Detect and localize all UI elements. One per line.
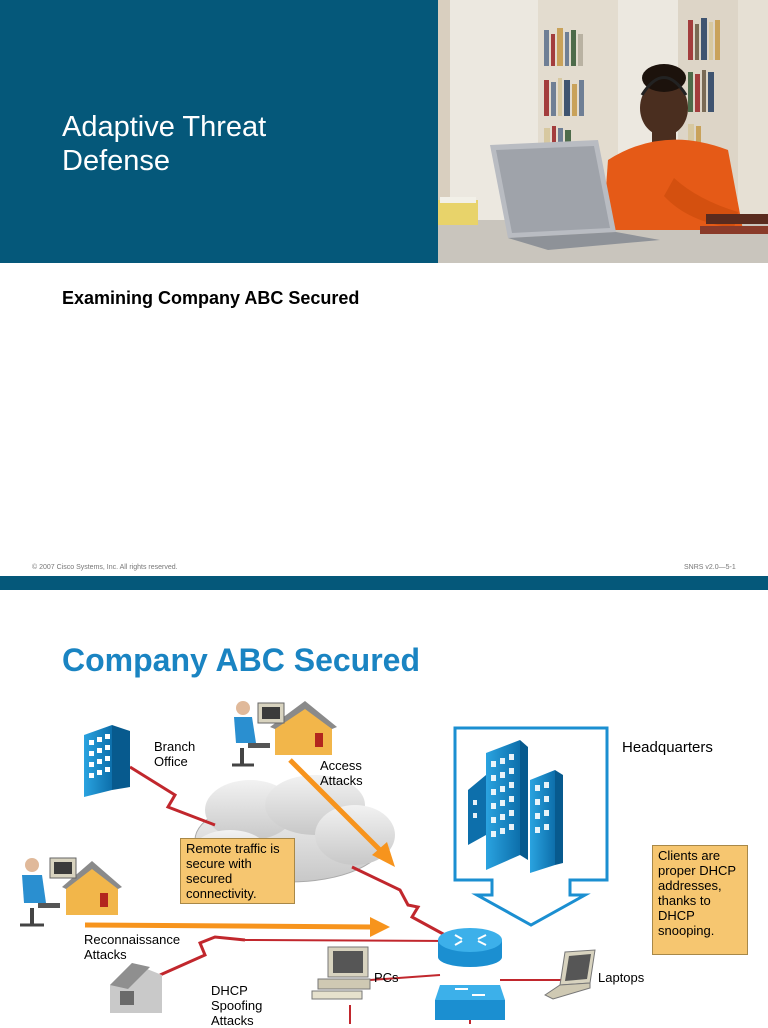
headquarters-label: Headquarters [622, 739, 713, 756]
recon-attack-arrow [84, 917, 390, 937]
dhcp-attacker-house-icon [110, 963, 162, 1013]
switch-icon [435, 985, 505, 1020]
access-attacks-label: Access Attacks [320, 758, 363, 788]
hq-buildings-icon [468, 740, 563, 873]
remote-traffic-callout: Remote traffic is secure with secured co… [180, 838, 295, 904]
laptop-icon [544, 949, 596, 1000]
diagram-title: Company ABC Secured [62, 642, 420, 678]
access-attack-arrow [288, 758, 395, 867]
hq-link [351, 865, 446, 937]
branch-building-icon [84, 725, 130, 797]
course-code-footer: SNRS v2.0—5-1 [684, 564, 736, 571]
copyright-footer: © 2007 Cisco Systems, Inc. All rights re… [32, 564, 178, 571]
dhcp-snooping-callout: Clients are proper DHCP addresses, thank… [652, 845, 748, 955]
pc-icon [311, 946, 371, 1000]
slide-subtitle: Examining Company ABC Secured [62, 288, 360, 308]
laptops-label: Laptops [598, 970, 645, 985]
slide-divider [0, 576, 768, 590]
student-laptop-photo [438, 0, 768, 263]
access-attacker-icon [232, 701, 337, 767]
dhcp-spoofing-attacks-label: DHCP Spoofing Attacks [211, 983, 263, 1028]
pcs-label: PCs [374, 970, 399, 985]
slide-title: Adaptive Threat Defense [62, 111, 267, 177]
recon-attacker-icon [20, 857, 122, 927]
dhcp-attacker-link [159, 935, 246, 977]
branch-office-label: Branch Office [154, 739, 196, 769]
branch-link [129, 765, 216, 827]
router-icon [438, 928, 502, 967]
title-banner: Adaptive Threat Defense [0, 0, 438, 263]
reconnaissance-attacks-label: Reconnaissance Attacks [84, 932, 181, 962]
